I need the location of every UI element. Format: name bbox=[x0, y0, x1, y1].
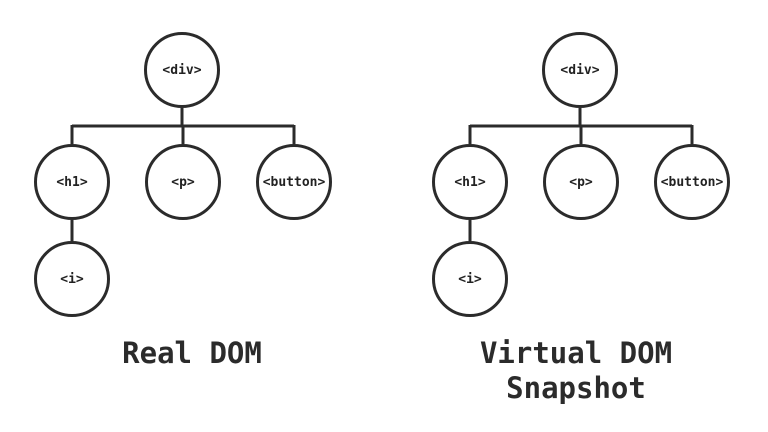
node-div: <div> bbox=[542, 32, 618, 108]
real-dom-edges bbox=[70, 108, 296, 241]
real-dom-tree: <div> <h1> <p> <button> <i> Real DOM bbox=[0, 32, 384, 371]
node-button: <button> bbox=[654, 144, 730, 220]
node-label: <button> bbox=[660, 174, 724, 190]
node-label: <h1> bbox=[56, 174, 88, 190]
caption-line: Snapshot bbox=[506, 371, 646, 405]
node-p: <p> bbox=[145, 144, 221, 220]
node-label: <i> bbox=[60, 271, 84, 287]
node-i: <i> bbox=[34, 241, 110, 317]
virtual-dom-edges bbox=[468, 108, 694, 241]
virtual-dom-tree: <div> <h1> <p> <button> <i> Virtual DOM … bbox=[384, 0, 768, 432]
node-p: <p> bbox=[543, 144, 619, 220]
caption-line: Virtual DOM bbox=[479, 336, 673, 370]
node-label: <div> bbox=[560, 62, 600, 78]
node-label: <h1> bbox=[454, 174, 486, 190]
node-label: <i> bbox=[458, 271, 482, 287]
node-h1: <h1> bbox=[34, 144, 110, 220]
node-h1: <h1> bbox=[432, 144, 508, 220]
diagram-caption: Real DOM bbox=[0, 336, 384, 371]
node-label: <p> bbox=[569, 174, 593, 190]
node-label: <div> bbox=[162, 62, 202, 78]
node-label: <p> bbox=[171, 174, 195, 190]
node-div: <div> bbox=[144, 32, 220, 108]
caption-line: Real DOM bbox=[122, 336, 262, 370]
node-button: <button> bbox=[256, 144, 332, 220]
node-i: <i> bbox=[432, 241, 508, 317]
node-label: <button> bbox=[262, 174, 326, 190]
diagram-caption: Virtual DOM Snapshot bbox=[384, 336, 768, 406]
